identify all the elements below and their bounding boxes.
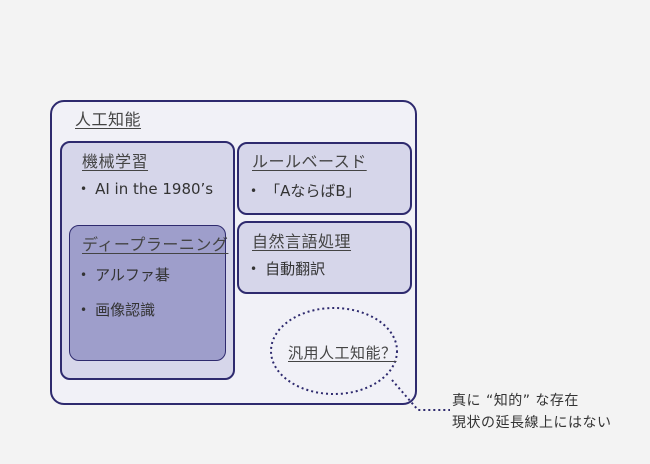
- deep-learning-item: 画像認識: [80, 299, 155, 320]
- note-line-1: 真に “知的” な存在: [452, 393, 579, 409]
- agi-ellipse: [270, 307, 398, 395]
- rule-based-box: [237, 142, 412, 215]
- nlp-title: 自然言語処理: [252, 232, 352, 251]
- ai-title: 人工知能: [75, 110, 142, 129]
- note-line-2: 現状の延長線上にはない: [452, 415, 612, 431]
- rule-based-title: ルールベースド: [252, 152, 367, 171]
- deep-learning-box: [69, 225, 226, 361]
- deep-learning-item: アルファ碁: [80, 264, 170, 285]
- rule-based-item: 「AならばB」: [250, 180, 361, 201]
- deep-learning-title: ディープラーニング: [82, 235, 229, 254]
- agi-title: 汎用人工知能？: [288, 344, 397, 362]
- machine-learning-title: 機械学習: [82, 152, 149, 171]
- note-connector-line: [391, 379, 450, 411]
- nlp-item: 自動翻訳: [250, 258, 325, 279]
- machine-learning-item: AI in the 1980’s: [80, 180, 213, 198]
